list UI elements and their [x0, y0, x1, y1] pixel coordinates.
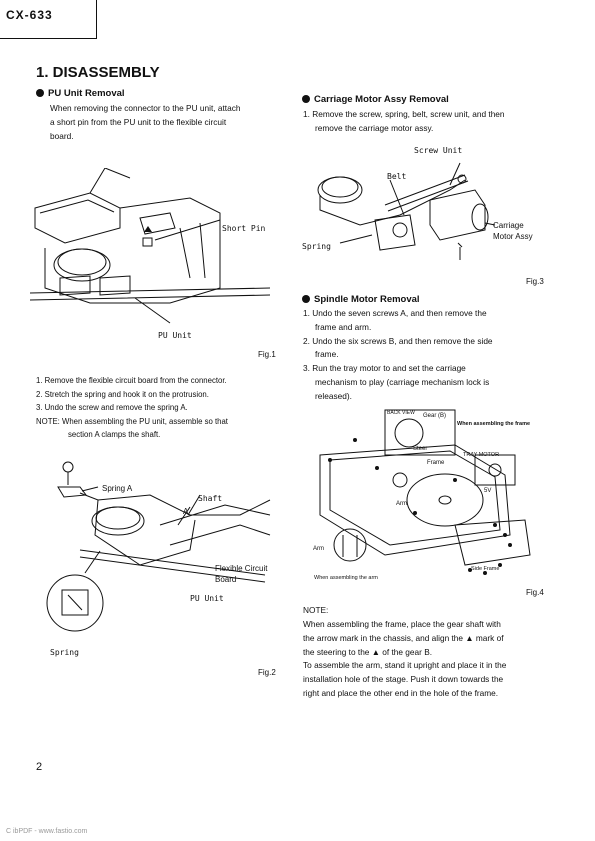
bullet-icon — [302, 295, 310, 303]
fig4-gear-b-label: Gear (B) — [423, 413, 447, 419]
fig2-shaft-label: Shaft — [198, 494, 223, 503]
fig1-pu-unit-label: PU Unit — [158, 331, 192, 340]
fig3-screw-unit-label: Screw Unit — [414, 146, 463, 155]
fig4-5v-label: 5V — [484, 488, 492, 494]
fig2-caption: Fig.2 — [258, 668, 276, 677]
fig3-caption: Fig.3 — [526, 277, 544, 286]
pu-heading: PU Unit Removal — [36, 88, 125, 99]
header-box — [0, 0, 97, 39]
fig4-steer-label: Steer — [413, 446, 428, 452]
fig4-frame-label: Frame — [427, 460, 445, 466]
bullet-icon — [302, 95, 310, 103]
carriage-step: 1. Remove the screw, spring, belt, screw… — [303, 109, 505, 133]
pu-intro: When removing the connector to the PU un… — [50, 103, 241, 141]
model-number: CX-633 — [6, 8, 53, 22]
fig4-tray-motor-label: TRAY MOTOR — [463, 452, 500, 458]
bullet-icon — [36, 89, 44, 97]
fig2-spring-label: Spring — [50, 648, 79, 657]
carriage-heading: Carriage Motor Assy Removal — [302, 94, 449, 105]
fig4-caption: Fig.4 — [526, 588, 544, 597]
fig1-caption: Fig.1 — [258, 350, 276, 359]
fig3-carriage-label-1: Carriage — [493, 221, 524, 230]
pu-steps: 1. Remove the flexible circuit board fro… — [36, 376, 228, 439]
fig4-when-frame-label: When assembling the frame — [457, 421, 531, 427]
fig4-arm-label-1: Arm — [396, 501, 407, 507]
fig1-drawing — [30, 168, 271, 324]
page-title: 1. DISASSEMBLY — [36, 64, 160, 81]
fig3-drawing — [317, 162, 496, 260]
fig4-drawing — [319, 409, 531, 575]
spindle-steps: 1. Undo the seven screws A, and then rem… — [303, 308, 493, 401]
spindle-note-heading: NOTE: — [303, 605, 329, 615]
fig3-spring-label: Spring — [302, 242, 331, 251]
fig2-fcb-label-1: Flexible Circuit — [215, 564, 268, 573]
fig3-carriage-label-2: Motor Assy — [493, 232, 533, 241]
fig2-pu-unit-label: PU Unit — [190, 594, 224, 603]
fig3-belt-label: Belt — [387, 172, 407, 181]
fig2-fcb-label-2: Board — [215, 575, 237, 584]
fig4-when-arm-label: When assembling the arm — [314, 575, 378, 581]
fig4-arm-label-2: Arm — [313, 546, 324, 552]
fig1-short-pin-label: Short Pin — [222, 224, 266, 233]
fig4-side-frame-label: Side Frame — [471, 566, 500, 572]
fig2-drawing — [46, 461, 271, 632]
spindle-heading: Spindle Motor Removal — [302, 294, 420, 305]
fig2-spring-a-label: Spring A — [102, 484, 133, 493]
fig2-a-label: A — [183, 507, 189, 516]
fig4-back-view-label: BACK VIEW — [387, 410, 415, 416]
page-number: 2 — [36, 761, 43, 773]
footer-watermark: C ibPDF - www.fastio.com — [6, 828, 88, 835]
spindle-note: When assembling the frame, place the gea… — [303, 619, 507, 698]
